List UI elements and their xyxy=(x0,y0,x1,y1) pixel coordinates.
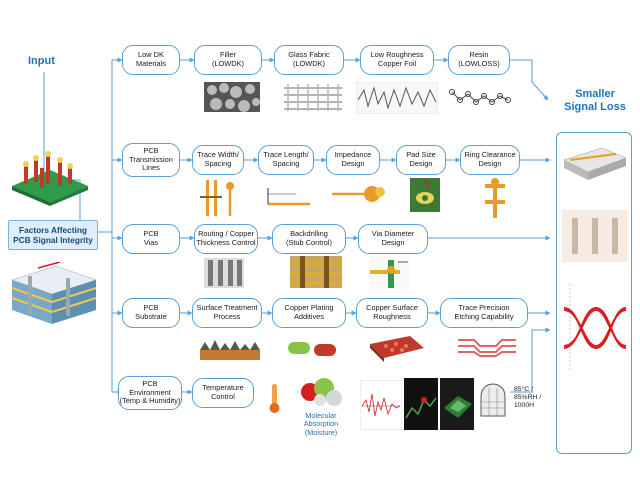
item-temperature-control: Temperature Control xyxy=(192,378,254,408)
item-ring-clearance: Ring Clearance Design xyxy=(460,145,520,175)
item-routing-copper: Routing / Copper Thickness Control xyxy=(194,224,258,254)
moisture-molecule-image xyxy=(301,378,342,406)
item-resin: Resin (LOWLOSS) xyxy=(448,45,510,75)
item-via-diameter: Via Diameter Design xyxy=(358,224,428,254)
copper-plating-additives-image xyxy=(288,342,336,356)
surface-treatment-image xyxy=(200,340,260,360)
eye-diagram-image xyxy=(562,284,628,372)
output-crosssection-image xyxy=(562,210,628,262)
item-trace-precision: Trace Precision Etching Capability xyxy=(440,298,528,328)
copper-surface-roughness-image xyxy=(370,336,424,362)
ring-clearance-image xyxy=(485,178,505,218)
filler-image xyxy=(204,82,260,112)
backdrilling-image xyxy=(290,256,342,288)
item-impedance-design: Impedance Design xyxy=(326,145,380,175)
copper-roughness-image xyxy=(356,82,438,114)
via-diameter-image xyxy=(370,256,410,290)
item-low-roughness-copper: Low Roughness Copper Foil xyxy=(360,45,434,75)
item-glass-fabric: Glass Fabric (LOWDK) xyxy=(274,45,344,75)
category-pcb-substrate: PCB Substrate xyxy=(122,298,180,328)
item-pad-size: Pad Size Design xyxy=(396,145,446,175)
output-board-image xyxy=(563,147,627,180)
impedance-design-image xyxy=(332,186,385,202)
resin-molecule-image xyxy=(449,89,511,105)
category-low-dk-materials: Low DK Materials xyxy=(122,45,180,75)
item-copper-surface: Copper Surface Roughness xyxy=(356,298,428,328)
pcb-board-illustration xyxy=(12,151,88,206)
trace-etching-image xyxy=(458,339,516,357)
moisture-plot-image xyxy=(360,380,402,430)
pcb-stackup-illustration xyxy=(11,262,97,324)
trace-width-image xyxy=(200,180,234,216)
item-surface-treatment: Surface Treatment Process xyxy=(192,298,262,328)
moisture-map-image-1 xyxy=(404,378,438,430)
item-filler: Filler (LOWDK) xyxy=(194,45,262,75)
factors-title-box: Factors Affecting PCB Signal Integrity xyxy=(8,220,98,250)
output-label: Smaller Signal Loss xyxy=(564,88,626,113)
item-trace-width: Trace Width/ Spacing xyxy=(192,145,244,175)
pad-size-image xyxy=(410,178,440,212)
glass-fabric-image xyxy=(284,84,342,111)
input-label: Input xyxy=(28,55,55,67)
routing-image xyxy=(204,258,244,288)
test-condition-label: 85°C / 85%RH / 1000H xyxy=(514,386,542,409)
item-trace-length: Trace Length/ Spacing xyxy=(258,145,314,175)
item-backdrilling: Backdrilling (Stub Control) xyxy=(272,224,346,254)
trace-length-image xyxy=(267,188,310,206)
item-copper-plating: Copper Plating Additives xyxy=(272,298,346,328)
moisture-map-image-2 xyxy=(440,378,474,430)
category-pcb-vias: PCB Vias xyxy=(122,224,180,254)
category-pcb-environment: PCB Environment (Temp & Humidity) xyxy=(118,376,182,410)
moisture-label: Molecular Absorption (Moisture) xyxy=(303,411,339,437)
category-transmission-lines: PCB Transmission Lines xyxy=(122,143,180,177)
humidity-chamber-icon xyxy=(480,383,506,417)
thermometer-icon xyxy=(269,384,280,413)
